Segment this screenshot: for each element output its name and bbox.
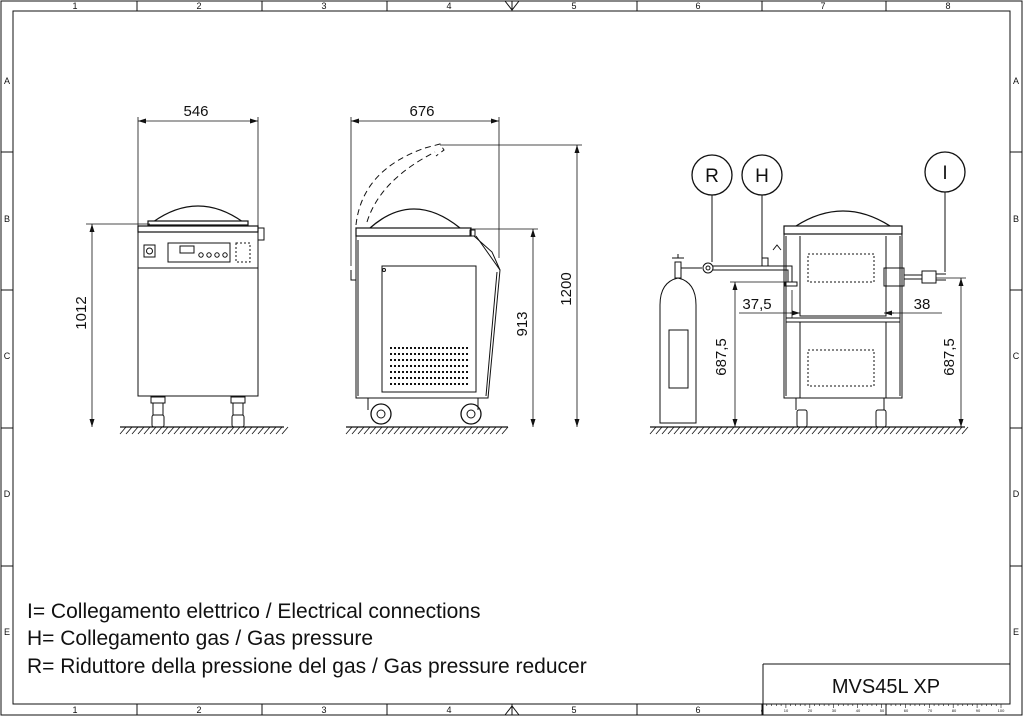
- callout-gas: H: [755, 166, 769, 187]
- column-labels: 1 2 3 4 5 6 7 8 1 2 3 4 5 6: [72, 1, 950, 715]
- legend-line: R= Riduttore della pressione del gas / G…: [27, 655, 587, 678]
- dimension-side-width: 676: [409, 103, 434, 120]
- scale-label: 10: [784, 708, 789, 713]
- dimension-electrical-offset: 38: [914, 296, 931, 313]
- column-label: 8: [945, 1, 950, 11]
- column-label: 1: [72, 1, 77, 11]
- scale-label: 20: [808, 708, 813, 713]
- model-name: MVS45L XP: [832, 676, 940, 698]
- dimension-gas-height: 687,5: [713, 338, 730, 376]
- dimension-gas-offset: 37,5: [742, 296, 771, 313]
- side-view: [350, 143, 501, 425]
- front-view: [137, 205, 265, 428]
- ground-hatch: [119, 426, 969, 435]
- dimension-front-height: 1012: [73, 296, 90, 329]
- column-label: 6: [695, 705, 700, 715]
- column-label: 4: [446, 1, 451, 11]
- column-label: 5: [571, 705, 576, 715]
- scale-label: 40: [856, 708, 861, 713]
- dimension-side-open-height: 1200: [558, 272, 575, 305]
- row-labels: A B C D E A B C D E: [4, 76, 1020, 637]
- column-label: 2: [196, 705, 201, 715]
- column-label: 6: [695, 1, 700, 11]
- row-label: D: [1013, 489, 1020, 499]
- column-label: 5: [571, 1, 576, 11]
- legend: I= Collegamento elettrico / Electrical c…: [27, 600, 587, 678]
- row-label: C: [1013, 351, 1020, 361]
- scale-label: 50: [880, 708, 885, 713]
- scale-label: 70: [928, 708, 933, 713]
- scale-label: 100: [998, 708, 1005, 713]
- column-label: 3: [321, 1, 326, 11]
- column-label: 7: [820, 1, 825, 11]
- callout-reducer: R: [705, 166, 719, 187]
- title-block: MVS45L XP 0 10 20 30 40 50 60 70 80 90 1…: [761, 663, 1010, 715]
- row-label: E: [4, 627, 10, 637]
- row-label: A: [1013, 76, 1019, 86]
- row-label: C: [4, 351, 11, 361]
- row-label: E: [1013, 627, 1019, 637]
- dimension-electrical-height: 687,5: [941, 338, 958, 376]
- dimension-values: 546 676 1012 913 1200 37,5 38 687,5 687,…: [73, 103, 958, 376]
- connections-view: [659, 210, 946, 428]
- column-label: 4: [446, 705, 451, 715]
- row-label: B: [1013, 214, 1019, 224]
- scale-label: 30: [832, 708, 837, 713]
- dimension-side-lid-height: 913: [514, 311, 531, 336]
- row-label: B: [4, 214, 10, 224]
- scale-label: 80: [952, 708, 957, 713]
- row-label: D: [4, 489, 11, 499]
- dimension-lines: [86, 117, 966, 427]
- legend-line: I= Collegamento elettrico / Electrical c…: [27, 600, 480, 623]
- scale-label: 0: [761, 708, 764, 713]
- dimension-front-width: 546: [183, 103, 208, 120]
- row-label: A: [4, 76, 10, 86]
- column-label: 1: [72, 705, 77, 715]
- legend-line: H= Collegamento gas / Gas pressure: [27, 627, 373, 650]
- callouts: R H I: [691, 151, 966, 272]
- callout-electrical: I: [942, 163, 947, 184]
- column-label: 3: [321, 705, 326, 715]
- column-label: 2: [196, 1, 201, 11]
- scale-label: 90: [976, 708, 981, 713]
- row-ticks: [1, 151, 1022, 567]
- scale-label: 60: [904, 708, 909, 713]
